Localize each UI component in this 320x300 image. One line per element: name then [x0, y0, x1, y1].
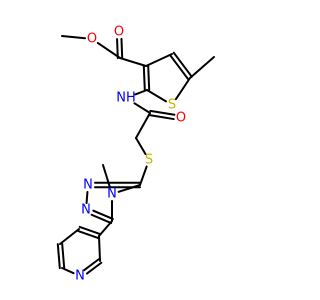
bond-Cp3-Cp4	[56, 243, 61, 270]
bond-C3-C4	[145, 53, 173, 67]
bond-Cp3-Cp4	[61, 242, 66, 269]
atom-n2-triazole: N	[83, 178, 93, 193]
bond-N4_triazole-Me4	[102, 164, 111, 189]
bond-O_ester-C_est	[96, 41, 121, 59]
bond-N_amide-C_amide	[133, 102, 151, 114]
bond-N1_triazole-N2_triazole	[85, 190, 89, 205]
bond-C5t-N1_triazole	[90, 213, 113, 225]
bond-C3t-N4_triazole	[117, 184, 141, 193]
bond-C2-C3	[142, 65, 146, 92]
bond-Me1-O_ester	[61, 35, 87, 40]
bond-C5t-Cp1	[98, 220, 113, 237]
bond-Cp1-Cp2	[77, 230, 100, 240]
bond-C2-C3	[147, 64, 151, 91]
atom-n4-triazole: N	[107, 187, 117, 202]
atom-o-carbonyl2: O	[176, 111, 186, 126]
bond-CH2-S_thioether	[135, 137, 147, 155]
atom-n-amide: NH	[116, 91, 136, 106]
atom-o-carbonyl1: O	[114, 25, 124, 40]
bond-S_thioether-C3t	[139, 165, 148, 186]
bond-Cp6-Cp1	[98, 235, 101, 262]
bond-C4-C5	[172, 51, 193, 78]
bond-C5-S_thiophene	[174, 77, 191, 101]
bond-C_est-O_carbonyl1	[120, 37, 124, 59]
bond-N_pyridine-Cp6	[85, 261, 103, 275]
bond-C_est-C3	[119, 57, 147, 67]
bond-C_amide-CH2	[135, 112, 151, 139]
atom-o-ester: O	[87, 32, 97, 47]
atom-n-pyridine: N	[75, 269, 85, 284]
bond-C5-Me5	[189, 56, 215, 79]
bond-C_amide-O_carbonyl2	[148, 114, 175, 121]
bond-C4-C5	[169, 54, 190, 81]
bond-C_amide-O_carbonyl2	[149, 109, 176, 116]
bond-Cp2-Cp3	[59, 228, 80, 245]
atom-s-thioether: S	[145, 153, 153, 168]
bond-S_thiophene-C2	[146, 89, 167, 103]
bond-C5t-N1_triazole	[92, 209, 114, 220]
bond-C2-N_amide	[134, 89, 148, 96]
bond-C_est-O_carbonyl1	[116, 38, 119, 60]
bond-N_pyridine-Cp6	[83, 258, 100, 272]
bond-Cp1-Cp2	[78, 225, 101, 235]
atom-n1-triazole: N	[81, 203, 91, 218]
atom-s-thiophene: S	[168, 98, 176, 113]
bonds	[56, 35, 215, 275]
bond-Cp4-N_pyridine	[61, 267, 75, 275]
